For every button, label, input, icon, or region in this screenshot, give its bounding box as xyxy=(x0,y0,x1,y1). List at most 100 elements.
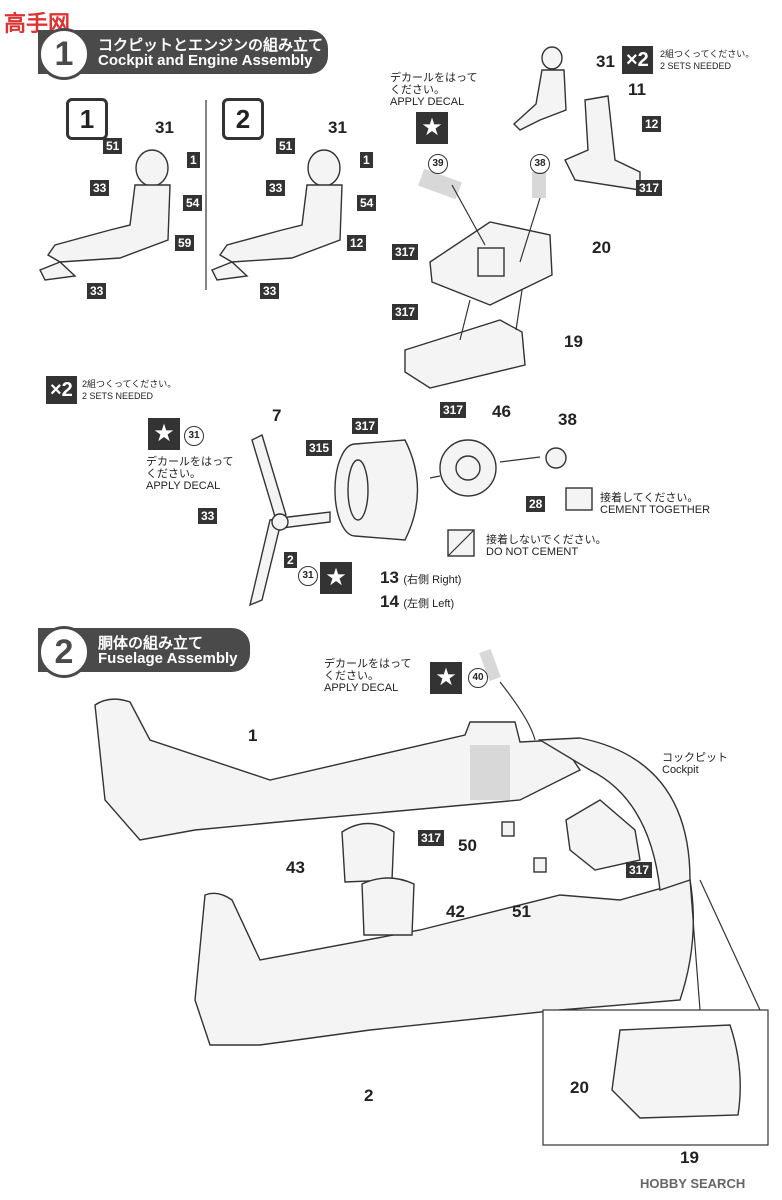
label-317-d: 317 xyxy=(352,418,379,434)
star-icon-4: ★ xyxy=(430,662,462,694)
decal-40: 40 xyxy=(468,668,488,688)
cockpit-note: コックピット Cockpit xyxy=(662,752,728,776)
step1-header: 1 コクピットとエンジンの組み立て Cockpit and Engine Ass… xyxy=(38,28,328,80)
propeller-assembly xyxy=(249,434,331,607)
cement-together-note: 接着してください。 CEMENT TOGETHER xyxy=(600,492,710,516)
radial-engine xyxy=(439,439,497,497)
label-31-c: 31 xyxy=(596,52,615,71)
label-46: 46 xyxy=(492,402,511,421)
label-38: 38 xyxy=(558,410,577,429)
label-42: 42 xyxy=(446,902,465,921)
pilot-figure-1 xyxy=(39,149,171,281)
label-12-a: 12 xyxy=(347,235,367,251)
fuselage-left-half xyxy=(94,698,582,841)
star-icon-3: ★ xyxy=(320,562,352,594)
pilot-figure-2 xyxy=(211,149,343,281)
watermark-bottom: HOBBY SEARCH xyxy=(640,1176,746,1191)
do-not-cement-note: 接着しないでください。 DO NOT CEMENT xyxy=(486,534,607,558)
decal-31-b: 31 xyxy=(298,566,318,586)
star-icon-2: ★ xyxy=(148,418,180,450)
sets-needed-jp-1: 2組つくってください。 xyxy=(660,49,755,59)
label-28: 28 xyxy=(526,496,546,512)
label-315: 315 xyxy=(306,440,333,456)
label-33-b: 33 xyxy=(87,283,107,299)
step1-title-jp: コクピットとエンジンの組み立て xyxy=(98,37,324,54)
step1-number: 1 xyxy=(38,28,90,80)
label-51-a: 51 xyxy=(103,138,123,154)
seat-part xyxy=(564,95,641,191)
label-19-inset: 19 xyxy=(680,1148,699,1167)
apply-decal-note-1: デカールをはって ください。 APPLY DECAL xyxy=(390,72,477,108)
label-14: 14 xyxy=(380,592,399,611)
apply-decal-jp-3: デカールをはって ください。 xyxy=(324,658,412,682)
label-2-fuselage: 2 xyxy=(364,1086,374,1105)
label-14-side: (左側 Left) xyxy=(403,598,455,610)
label-54-b: 54 xyxy=(357,195,377,211)
label-1-a: 1 xyxy=(187,152,200,168)
apply-decal-jp-2: デカールをはって ください。 xyxy=(146,456,234,480)
apply-decal-note-2: デカールをはって ください。 APPLY DECAL xyxy=(146,456,233,492)
engine-shaft-cap xyxy=(545,447,567,469)
label-20-a: 20 xyxy=(592,238,611,257)
label-1-b: 1 xyxy=(360,152,373,168)
step2-title-en: Fuselage Assembly xyxy=(98,650,238,667)
label-33-e: 33 xyxy=(198,508,218,524)
multiplier-badge-1: ×2 xyxy=(622,46,653,74)
sets-needed-en-1: 2 SETS NEEDED xyxy=(660,61,732,71)
substep-2-box: 2 xyxy=(222,98,264,140)
apply-decal-note-3: デカールをはって ください。 APPLY DECAL xyxy=(324,658,411,694)
apply-decal-en-2: APPLY DECAL xyxy=(146,480,221,492)
cockpit-assembly xyxy=(565,799,641,871)
sets-needed-jp-2: 2組つくってください。 xyxy=(82,379,177,389)
step1-title-en: Cockpit and Engine Assembly xyxy=(98,52,313,69)
label-13-side: (右側 Right) xyxy=(403,574,462,586)
label-13: 13 xyxy=(380,568,399,587)
label-317-a: 317 xyxy=(636,180,663,196)
engine-cowling xyxy=(334,439,419,541)
label-317-f: 317 xyxy=(418,830,445,846)
step2-number: 2 xyxy=(38,626,90,678)
do-not-cement-en: DO NOT CEMENT xyxy=(486,546,579,558)
label-43: 43 xyxy=(286,858,305,877)
label-31-a: 31 xyxy=(155,118,174,137)
pilot-figure-seated xyxy=(512,46,567,131)
step2-header: 2 胴体の組み立て Fuselage Assembly xyxy=(38,626,250,678)
cement-icon xyxy=(565,487,593,511)
decal-38: 38 xyxy=(530,154,550,174)
sets-needed-en-2: 2 SETS NEEDED xyxy=(82,391,154,401)
apply-decal-en-3: APPLY DECAL xyxy=(324,682,399,694)
label-51-c: 51 xyxy=(512,902,531,921)
label-317-g: 317 xyxy=(626,862,653,878)
cockpit-jp: コックピット xyxy=(662,752,728,764)
label-54-a: 54 xyxy=(183,195,203,211)
label-317-e: 317 xyxy=(440,402,467,418)
apply-decal-en-1: APPLY DECAL xyxy=(390,96,465,108)
decal-39: 39 xyxy=(428,154,448,174)
cockpit-en: Cockpit xyxy=(662,764,699,776)
label-33-d: 33 xyxy=(260,283,280,299)
label-317-c: 317 xyxy=(392,304,419,320)
label-33-c: 33 xyxy=(266,180,286,196)
do-not-cement-jp: 接着しないでください。 xyxy=(486,534,607,546)
sets-needed-1: 2組つくってください。 2 SETS NEEDED xyxy=(660,48,754,72)
cement-together-en: CEMENT TOGETHER xyxy=(600,504,711,516)
sets-needed-2: 2組つくってください。 2 SETS NEEDED xyxy=(82,378,176,402)
star-icon-1: ★ xyxy=(416,112,448,144)
nose-cone xyxy=(537,737,691,891)
label-12-b: 12 xyxy=(642,116,662,132)
label-2-a: 2 xyxy=(284,552,297,568)
cowling-right-label: 13 (右側 Right) xyxy=(380,568,461,588)
label-51-b: 51 xyxy=(276,138,296,154)
fuselage-insert-part xyxy=(404,319,526,389)
step2-title-jp: 胴体の組み立て xyxy=(98,635,204,652)
label-7: 7 xyxy=(272,406,282,425)
label-59-a: 59 xyxy=(175,235,195,251)
substep-1-box: 1 xyxy=(66,98,108,140)
cowling-left-label: 14 (左側 Left) xyxy=(380,592,454,612)
fuselage-right-half xyxy=(194,879,695,1046)
multiplier-badge-2: ×2 xyxy=(46,376,77,404)
part-42 xyxy=(361,877,415,936)
label-20-inset: 20 xyxy=(570,1078,589,1097)
label-33-a: 33 xyxy=(90,180,110,196)
